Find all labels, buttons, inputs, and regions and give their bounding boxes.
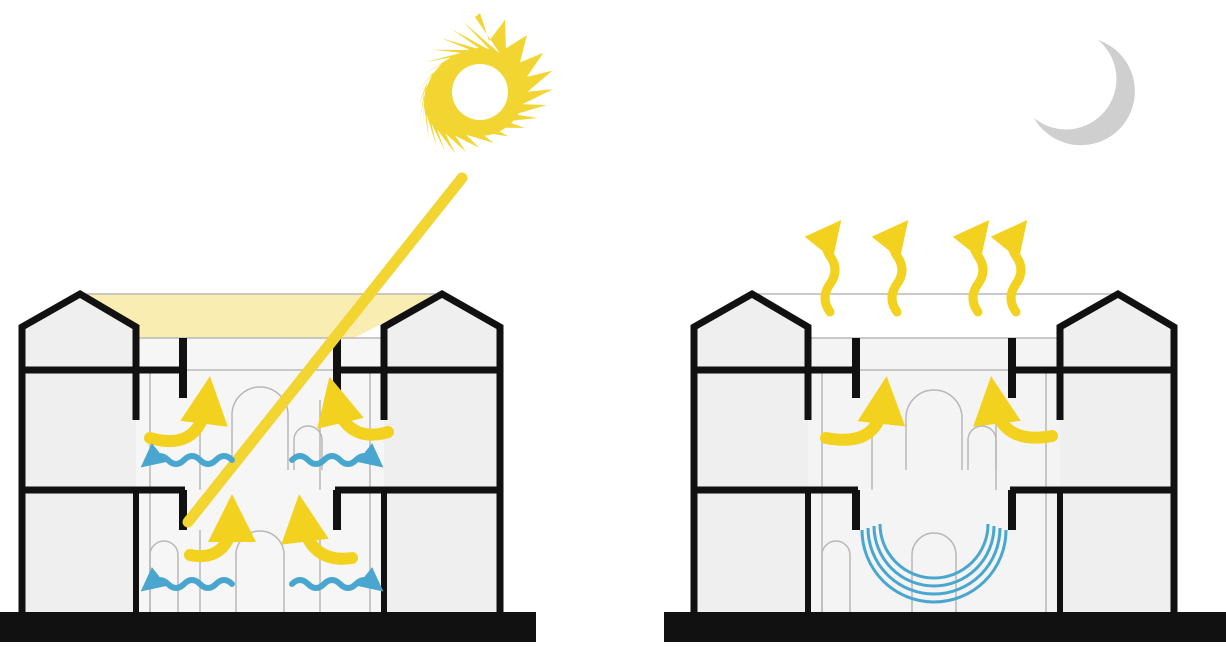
ground-slab-left [0, 612, 536, 642]
building-outline [690, 289, 1178, 612]
building-outline [18, 289, 504, 612]
moon-icon [1034, 40, 1135, 146]
warm-air-arrows [144, 376, 394, 565]
heat-arrow [990, 219, 1028, 317]
sun-ray [182, 172, 468, 528]
warm-air-arrow [144, 376, 228, 447]
heat-arrow [871, 219, 909, 317]
courtyard-fill [808, 338, 1060, 612]
warm-air-arrow [973, 376, 1058, 444]
warm-air-arrow [317, 376, 394, 441]
cool-air-arrow [140, 443, 235, 468]
building-right-fill [1060, 294, 1174, 612]
cool-air-arrow [289, 567, 384, 592]
courtyard-fill [136, 338, 384, 612]
sun-icon [418, 13, 553, 154]
warm-air-arrow [820, 376, 906, 446]
building-left-fill [694, 294, 808, 612]
heat-arrow [804, 219, 842, 317]
rising-heat-arrows [804, 219, 1028, 317]
cool-air-arcs [860, 523, 1008, 604]
building-left-fill [22, 294, 136, 612]
cool-air-arrow [140, 567, 235, 592]
warm-air-arrow [281, 494, 358, 565]
heat-arrow [952, 219, 990, 317]
night-panel [664, 40, 1226, 642]
building-right-fill [384, 294, 500, 612]
warm-air-arrows [820, 376, 1058, 446]
cool-air-arrow [289, 443, 384, 468]
warm-air-arrow [184, 494, 256, 563]
cool-air-arrows [140, 443, 384, 592]
ground-slab-right [664, 612, 1226, 642]
day-panel [0, 13, 553, 642]
